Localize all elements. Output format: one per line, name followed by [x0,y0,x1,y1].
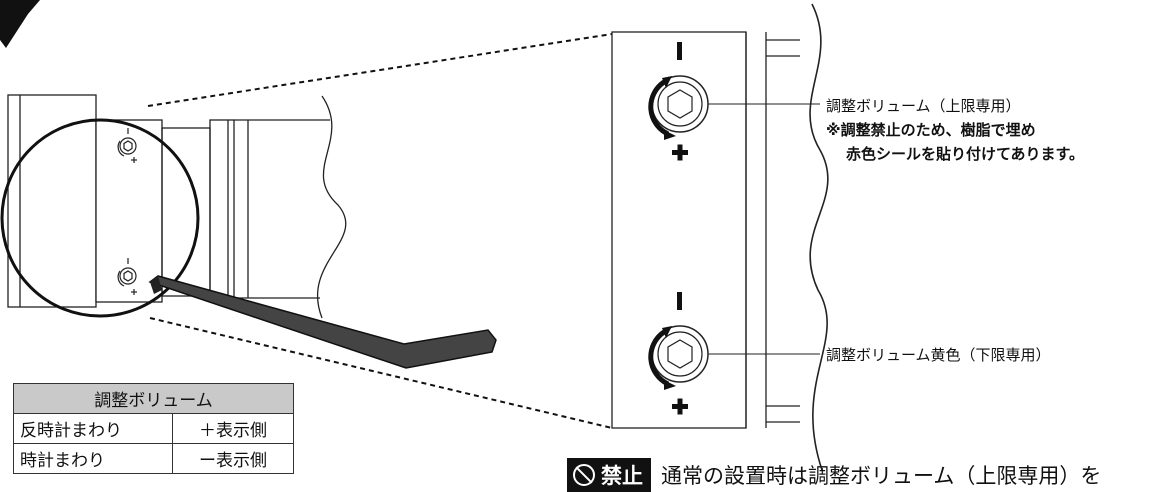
zoom-lines [147,33,613,429]
upper-volume-label: 調整ボリューム（上限専用） [826,97,1021,115]
small-screw-lower [117,258,137,295]
table-row: 時計まわり ー表示側 [13,443,294,474]
pointer-arrow-icon [0,0,40,48]
upper-volume-note-line2: 赤色シールを貼り付けてあります。 [846,145,1085,163]
prohibition-badge: 禁止 [567,458,651,492]
enlarged-view [611,3,829,471]
table-cell: ＋表示側 [172,413,294,444]
prohibition-warning: 禁止 通常の設置時は調整ボリューム（上限専用）を [567,458,1102,492]
lower-volume-label: 調整ボリューム黄色（下限専用） [826,346,1051,364]
lower-volume-screw [648,292,820,415]
table-cell: 反時計まわり [13,413,173,444]
diagram-stage: 調整ボリューム（上限専用） ※調整禁止のため、樹脂で埋め 赤色シールを貼り付けて… [0,0,1158,478]
table-row: 反時計まわり ＋表示側 [13,413,294,444]
prohibition-badge-label: 禁止 [601,464,643,488]
adjustment-diagram [0,0,829,471]
hex-key-wrench [148,275,497,369]
volume-direction-table: 調整ボリューム 反時計まわり ＋表示側 時計まわり ー表示側 [13,383,294,474]
prohibition-icon [573,464,595,486]
prohibition-text: 通常の設置時は調整ボリューム（上限専用）を [661,464,1102,488]
upper-volume-note-line1: ※調整禁止のため、樹脂で埋め [826,121,1036,139]
table-header-row: 調整ボリューム [13,383,294,414]
small-screw-upper [117,128,137,163]
magnifier-circle [0,118,200,318]
upper-volume-screw [648,42,820,161]
table-cell: ー表示側 [172,443,294,474]
table-header: 調整ボリューム [13,383,294,414]
table-cell: 時計まわり [13,443,173,474]
